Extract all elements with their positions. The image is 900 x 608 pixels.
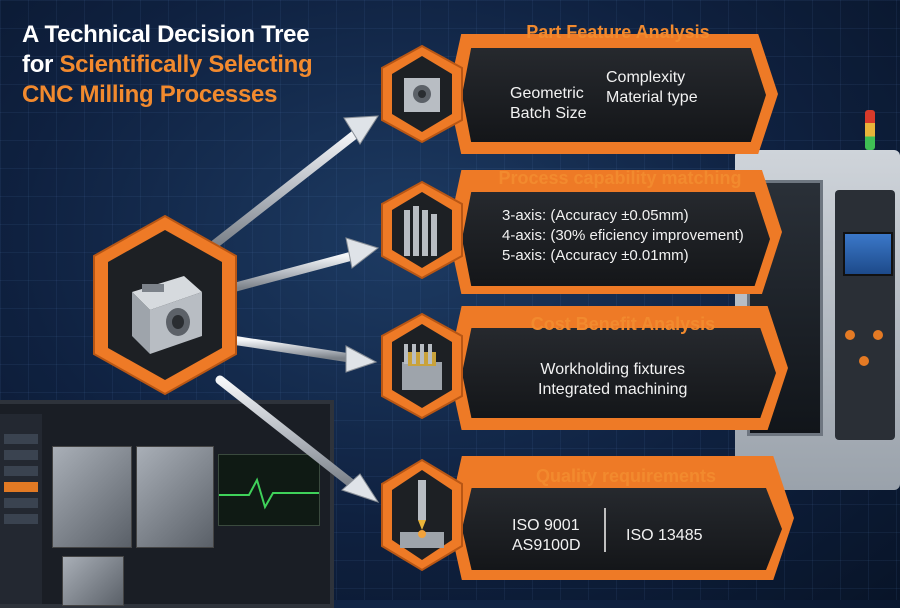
- machined-part-icon: [378, 8, 466, 164]
- dial-icon: [873, 330, 883, 340]
- card-text-line: Geometric: [510, 85, 584, 102]
- card-cost-benefit-analysis: Cost Benefit Analysis Workholding fixtur…: [378, 300, 788, 436]
- signal-graph: [218, 454, 320, 526]
- card-title: Quality requirements: [535, 466, 717, 486]
- card-text-line: 4-axis: (30% eficiency improvement): [502, 227, 744, 244]
- page-title: A Technical Decision Tree for Scientific…: [22, 20, 313, 110]
- card-title: Process capability matching: [498, 168, 742, 188]
- card-text-line: Workholding fixtures: [540, 361, 686, 378]
- divider: [604, 508, 606, 552]
- machined-block-icon: [132, 276, 202, 354]
- spindle-cutting-icon: [378, 446, 466, 586]
- dial-icon: [859, 356, 869, 366]
- card-text-line: Complexity: [606, 69, 686, 86]
- card-process-capability-matching: Process capability matching 3-axis: (Acc…: [378, 168, 782, 306]
- title-line-1: A Technical Decision Tree: [22, 21, 310, 48]
- card-title: Part Feature Analysis: [526, 22, 710, 42]
- cad-part-view: [62, 556, 124, 606]
- card-text-line: Material type: [606, 89, 698, 106]
- signal-tower-icon: [865, 110, 875, 150]
- card-text-line: 3-axis: (Accuracy ±0.05mm): [502, 207, 689, 224]
- cad-monitor-illustration: [0, 400, 334, 608]
- title-line-2-highlight: Scientifically Selecting: [59, 51, 313, 78]
- card-text-line: ISO 9001: [512, 517, 580, 534]
- card-text-line: Integrated machining: [538, 381, 688, 398]
- card-text-line: 5-axis: (Accuracy ±0.01mm): [502, 247, 689, 264]
- card-text-line: AS9100D: [512, 537, 581, 554]
- cad-part-view: [136, 446, 214, 548]
- fixture-icon: [378, 300, 466, 436]
- cad-part-view: [52, 446, 132, 548]
- end-mill-icon: [378, 170, 466, 306]
- card-part-feature-analysis: Part Feature Analysis Geometric Batch Si…: [378, 8, 778, 164]
- central-part-hexagon: [92, 214, 238, 396]
- card-title: Cost Benefit Analysis: [530, 314, 716, 334]
- title-line-2-prefix: for: [22, 51, 60, 78]
- control-panel: [835, 190, 895, 440]
- title-line-3: CNC Milling Processes: [22, 81, 278, 108]
- dial-icon: [845, 330, 855, 340]
- card-quality-requirements: Quality requirements ISO 9001 AS9100D IS…: [378, 446, 794, 586]
- card-text-line: Batch Size: [510, 105, 587, 122]
- card-text-line: ISO 13485: [626, 527, 703, 544]
- control-screen: [843, 232, 893, 276]
